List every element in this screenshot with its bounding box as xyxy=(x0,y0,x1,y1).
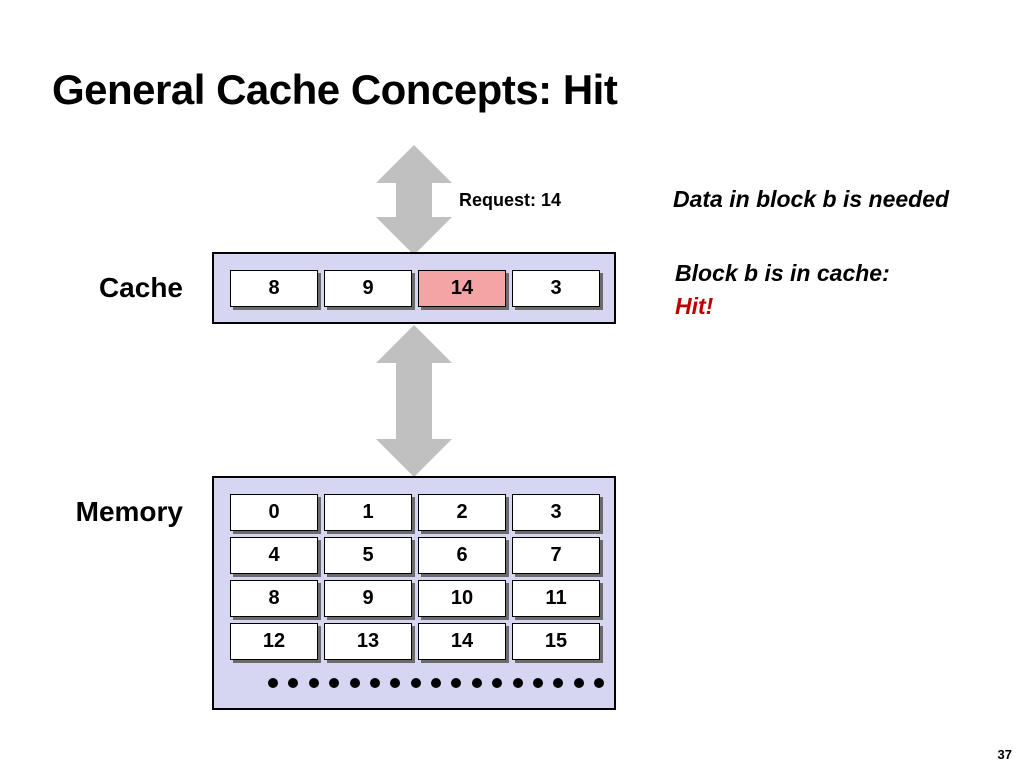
memory-block: 15 xyxy=(512,623,600,660)
ellipsis-dot xyxy=(573,678,584,688)
cache-block-hit: 14 xyxy=(418,270,506,307)
memory-block: 10 xyxy=(418,580,506,617)
memory-block: 1 xyxy=(324,494,412,531)
ellipsis-dot xyxy=(431,678,441,688)
memory-block: 5 xyxy=(324,537,412,574)
ellipsis-dot xyxy=(532,678,543,688)
memory-panel: 0 1 2 3 4 5 6 7 8 9 10 11 12 13 14 15 xyxy=(212,476,616,710)
cache-label: Cache xyxy=(98,272,183,303)
ellipsis-dot xyxy=(268,678,278,688)
memory-block: 12 xyxy=(230,623,318,660)
request-arrow xyxy=(376,145,452,255)
memory-block: 14 xyxy=(418,623,506,660)
cache-memory-arrow xyxy=(376,325,452,477)
memory-ellipsis xyxy=(268,676,604,690)
ellipsis-dot xyxy=(390,678,401,688)
ellipsis-dot xyxy=(288,678,299,688)
slide-title: General Cache Concepts: Hit xyxy=(52,66,618,113)
ellipsis-dot xyxy=(369,678,380,688)
ellipsis-dot xyxy=(410,678,421,688)
memory-block: 9 xyxy=(324,580,412,617)
memory-block: 7 xyxy=(512,537,600,574)
ellipsis-dot xyxy=(553,678,564,688)
memory-block: 8 xyxy=(230,580,318,617)
memory-block: 4 xyxy=(230,537,318,574)
memory-block: 3 xyxy=(512,494,600,531)
memory-block: 11 xyxy=(512,580,600,617)
memory-block: 13 xyxy=(324,623,412,660)
ellipsis-dot xyxy=(308,678,319,688)
memory-label: Memory xyxy=(75,496,183,527)
cache-block: 8 xyxy=(230,270,318,307)
memory-block: 6 xyxy=(418,537,506,574)
in-cache-text: Block b is in cache: xyxy=(675,260,890,286)
request-label: Request: 14 xyxy=(459,190,562,210)
ellipsis-dot xyxy=(329,678,340,688)
ellipsis-dot xyxy=(471,678,482,688)
ellipsis-dot xyxy=(349,678,360,688)
cache-block: 9 xyxy=(324,270,412,307)
cache-block: 3 xyxy=(512,270,600,307)
data-needed-text: Data in block b is needed xyxy=(673,186,950,212)
ellipsis-dot xyxy=(594,678,604,688)
cache-hit-note: Block b is in cache: Hit! xyxy=(675,257,890,323)
hit-text: Hit! xyxy=(675,293,714,319)
ellipsis-dot xyxy=(451,678,462,688)
cache-panel: 8 9 14 3 xyxy=(212,252,616,324)
data-needed-note: Data in block b is needed xyxy=(673,186,949,213)
page-number: 37 xyxy=(997,747,1012,762)
memory-block: 2 xyxy=(418,494,506,531)
ellipsis-dot xyxy=(512,678,523,688)
ellipsis-dot xyxy=(492,678,503,688)
memory-block: 0 xyxy=(230,494,318,531)
